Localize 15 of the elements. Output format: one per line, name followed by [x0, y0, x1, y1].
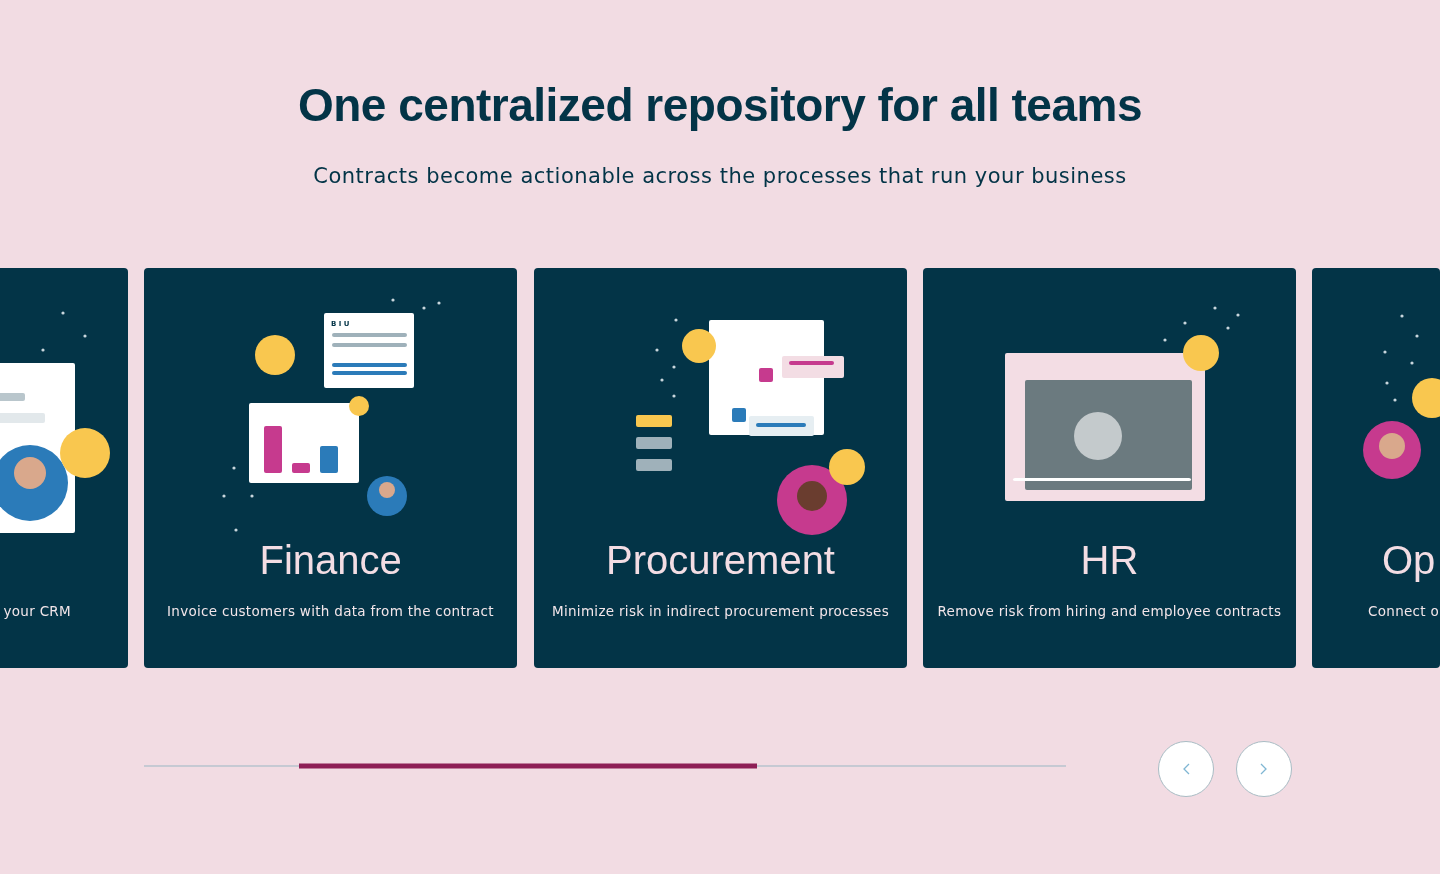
team-card [923, 268, 1296, 668]
subheading: Contracts become actionable across the processes that run your business [312, 164, 1128, 188]
team-card [1312, 268, 1440, 668]
card-title: HR [1080, 538, 1139, 583]
team-card [534, 268, 907, 668]
card-title: Procurement [606, 538, 835, 583]
card-description: Minimize risk in indirect procurement processes [552, 603, 890, 619]
team-card [144, 268, 517, 668]
page-heading: One centralized repository for all teams [296, 78, 1144, 132]
card-description: your CRM [3, 603, 71, 619]
card-description: Remove risk from hiring and employee contracts [937, 603, 1282, 619]
card-title: Op [1382, 538, 1436, 583]
card-description: Invoice customers with data from the contract [167, 603, 494, 619]
card-description: Connect o [1368, 603, 1440, 619]
card-title: Finance [259, 538, 402, 583]
